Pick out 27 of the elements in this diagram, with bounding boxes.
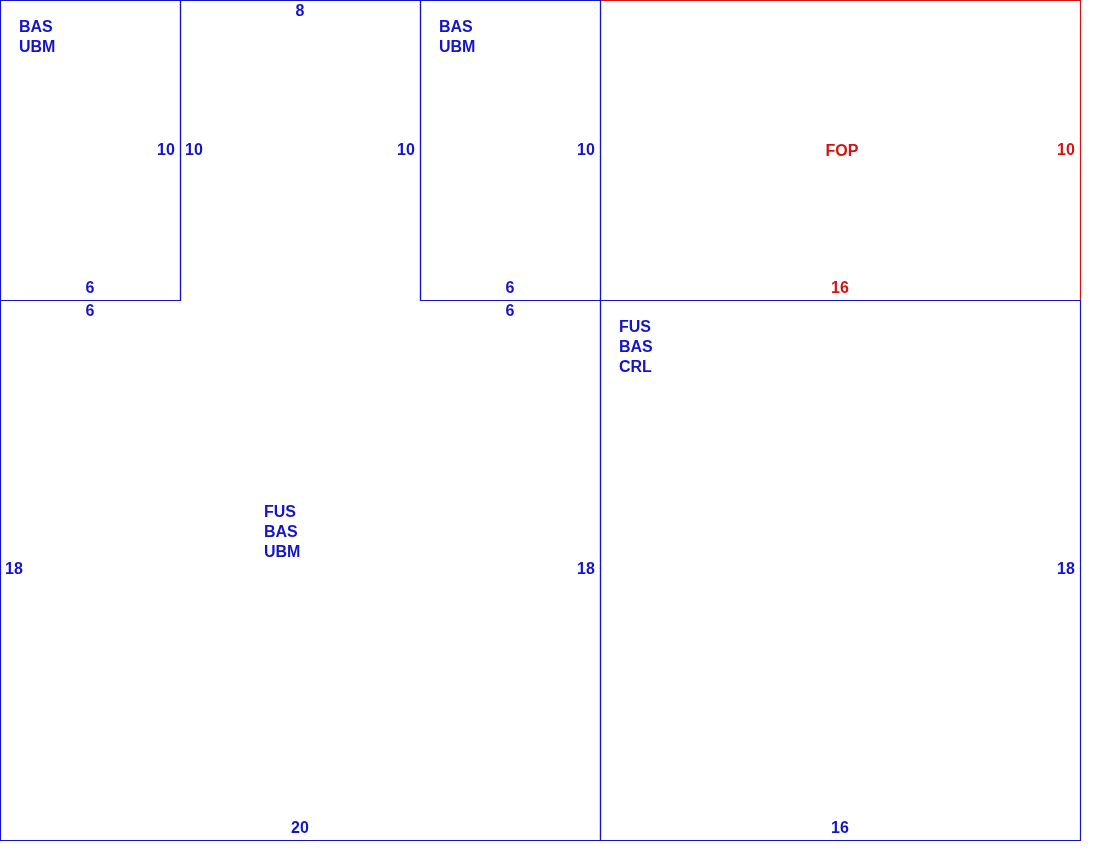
- dimension-label: 6: [505, 301, 515, 321]
- room-code: UBM: [19, 37, 56, 57]
- room-code: BAS: [19, 17, 53, 37]
- dimension-label: 20: [291, 818, 309, 838]
- dimension-label: 6: [85, 301, 95, 321]
- dimension-label: 10: [397, 140, 415, 160]
- dimension-label: 18: [577, 559, 595, 579]
- dimension-label: 6: [85, 278, 95, 298]
- dimension-label: 18: [1057, 559, 1075, 579]
- room-code: BAS: [439, 17, 473, 37]
- dimension-label: 8: [295, 1, 305, 21]
- dimension-label: 6: [505, 278, 515, 298]
- room-code: FOP: [825, 141, 859, 161]
- room-code: FUS: [619, 317, 651, 337]
- room-code: BAS: [619, 337, 653, 357]
- dimension-label: 16: [831, 818, 849, 838]
- room-code: UBM: [264, 542, 301, 562]
- dimension-label: 10: [1057, 140, 1075, 160]
- dimension-label: 18: [5, 559, 23, 579]
- dimension-label: 10: [185, 140, 203, 160]
- room-code: BAS: [264, 522, 298, 542]
- dimension-label: 10: [577, 140, 595, 160]
- room-code: CRL: [619, 357, 652, 377]
- dimension-label: 16: [831, 278, 849, 298]
- room-code: UBM: [439, 37, 476, 57]
- room-code: FUS: [264, 502, 296, 522]
- dimension-label: 10: [157, 140, 175, 160]
